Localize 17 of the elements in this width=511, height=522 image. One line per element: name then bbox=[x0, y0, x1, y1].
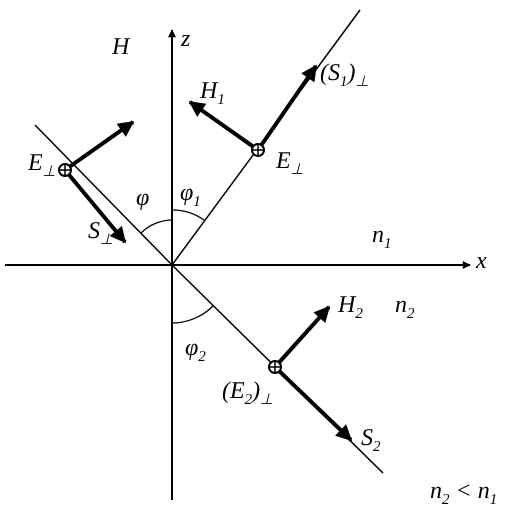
vector-label: S$_{⊥}$ bbox=[88, 218, 113, 250]
vector-label: H$_{1}$ bbox=[200, 78, 225, 110]
vector-label: H bbox=[112, 34, 130, 60]
vector-label: (E$_{2}$)$_{⊥}$ bbox=[222, 378, 274, 410]
medium-label: n$_{2}$ < n$_{1}$ bbox=[430, 478, 498, 510]
axis-label: x bbox=[476, 248, 487, 274]
vector-label: E$_{⊥}$ bbox=[276, 148, 304, 180]
axis-label: z bbox=[181, 26, 190, 52]
medium-label: n$_{2}$ bbox=[395, 292, 414, 324]
vector-label: E$_{⊥}$ bbox=[28, 150, 56, 182]
angle-label: φ$_{1}$ bbox=[180, 180, 201, 212]
angle-label: φ$_{2}$ bbox=[185, 335, 206, 367]
vector-label: H$_{2}$ bbox=[338, 292, 363, 324]
medium-label: n$_{1}$ bbox=[372, 222, 392, 254]
vector-label: S$_{2}$ bbox=[361, 425, 380, 457]
angle-label: φ bbox=[136, 185, 150, 211]
vector-label: (S$_{1}$)$_{⊥}$ bbox=[320, 60, 368, 92]
